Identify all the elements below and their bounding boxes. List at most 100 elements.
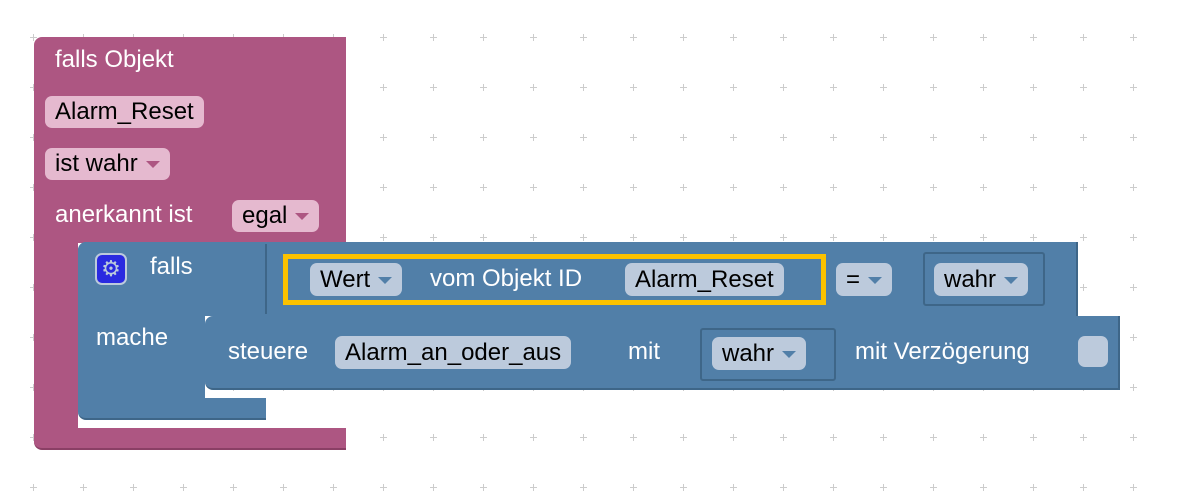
grid-dot — [1130, 84, 1137, 91]
grid-dot — [1080, 234, 1087, 241]
grid-dot — [730, 134, 737, 141]
condition-value: ist wahr — [55, 150, 138, 177]
grid-dot — [930, 134, 937, 141]
gear-icon[interactable]: ⚙ — [95, 253, 127, 285]
grid-dot — [930, 484, 937, 491]
grid-dot — [830, 484, 837, 491]
compare-value-dropdown[interactable]: wahr — [934, 263, 1029, 296]
grid-dot — [1080, 84, 1087, 91]
grid-dot — [580, 184, 587, 191]
grid-dot — [630, 234, 637, 241]
grid-dot — [730, 234, 737, 241]
compare-value: wahr — [944, 266, 997, 293]
grid-dot — [530, 34, 537, 41]
selected-value-block[interactable] — [283, 254, 826, 305]
object-id-field[interactable]: Alarm_Reset — [45, 96, 204, 128]
grid-dot — [680, 84, 687, 91]
grid-dot — [630, 34, 637, 41]
grid-dot — [630, 434, 637, 441]
grid-dot — [630, 134, 637, 141]
grid-dot — [430, 34, 437, 41]
grid-dot — [1130, 434, 1137, 441]
grid-dot — [430, 434, 437, 441]
grid-dot — [380, 84, 387, 91]
grid-dot — [830, 134, 837, 141]
grid-dot — [980, 234, 987, 241]
condition-dropdown[interactable]: ist wahr — [45, 148, 170, 180]
grid-dot — [630, 484, 637, 491]
grid-dot — [580, 34, 587, 41]
grid-dot — [880, 134, 887, 141]
grid-dot — [930, 34, 937, 41]
grid-dot — [780, 34, 787, 41]
chevron-down-icon — [868, 277, 883, 285]
value-type-dropdown[interactable]: Wert — [310, 263, 403, 296]
grid-dot — [880, 84, 887, 91]
grid-dot — [1130, 234, 1137, 241]
grid-dot — [730, 434, 737, 441]
grid-dot — [880, 234, 887, 241]
grid-dot — [580, 84, 587, 91]
ack-label: anerkannt ist — [55, 201, 193, 228]
operator-dropdown[interactable]: = — [836, 263, 893, 296]
grid-dot — [1080, 184, 1087, 191]
grid-dot — [980, 134, 987, 141]
grid-dot — [530, 434, 537, 441]
control-object-id-field[interactable]: Alarm_an_oder_aus — [335, 336, 572, 369]
chevron-down-icon — [295, 213, 310, 221]
grid-dot — [930, 184, 937, 191]
grid-dot — [580, 234, 587, 241]
grid-dot — [480, 234, 487, 241]
grid-dot — [530, 234, 537, 241]
grid-dot — [580, 434, 587, 441]
grid-dot — [780, 184, 787, 191]
grid-dot — [1130, 334, 1137, 341]
operator-value: = — [846, 266, 861, 293]
grid-dot — [980, 434, 987, 441]
grid-dot — [580, 484, 587, 491]
grid-dot — [480, 34, 487, 41]
grid-dot — [380, 184, 387, 191]
grid-dot — [980, 84, 987, 91]
grid-dot — [1130, 134, 1137, 141]
grid-dot — [880, 484, 887, 491]
grid-dot — [730, 34, 737, 41]
grid-dot — [980, 184, 987, 191]
ack-dropdown[interactable]: egal — [232, 200, 320, 232]
grid-dot — [480, 484, 487, 491]
grid-dot — [1080, 484, 1087, 491]
grid-dot — [1080, 134, 1087, 141]
grid-dot — [880, 34, 887, 41]
ack-value: egal — [242, 202, 288, 229]
grid-dot — [680, 184, 687, 191]
grid-dot — [730, 84, 737, 91]
grid-dot — [680, 234, 687, 241]
control-value: wahr — [722, 340, 775, 367]
grid-dot — [30, 334, 37, 341]
grid-dot — [380, 134, 387, 141]
grid-dot — [430, 84, 437, 91]
grid-dot — [30, 134, 37, 141]
grid-dot — [830, 434, 837, 441]
grid-dot — [730, 484, 737, 491]
grid-dot — [30, 84, 37, 91]
grid-dot — [1130, 384, 1137, 391]
grid-dot — [980, 484, 987, 491]
grid-dot — [1030, 134, 1037, 141]
delay-checkbox[interactable] — [1078, 336, 1108, 367]
grid-dot — [1130, 34, 1137, 41]
compare-object-id-field[interactable]: Alarm_Reset — [625, 263, 784, 296]
grid-dot — [830, 34, 837, 41]
grid-dot — [30, 184, 37, 191]
chevron-down-icon — [782, 351, 797, 359]
grid-dot — [680, 434, 687, 441]
control-value-dropdown[interactable]: wahr — [712, 337, 807, 370]
grid-dot — [830, 184, 837, 191]
grid-dot — [680, 484, 687, 491]
grid-dot — [180, 484, 187, 491]
grid-dot — [380, 34, 387, 41]
grid-dot — [780, 434, 787, 441]
grid-dot — [530, 134, 537, 141]
grid-dot — [380, 434, 387, 441]
grid-dot — [780, 134, 787, 141]
